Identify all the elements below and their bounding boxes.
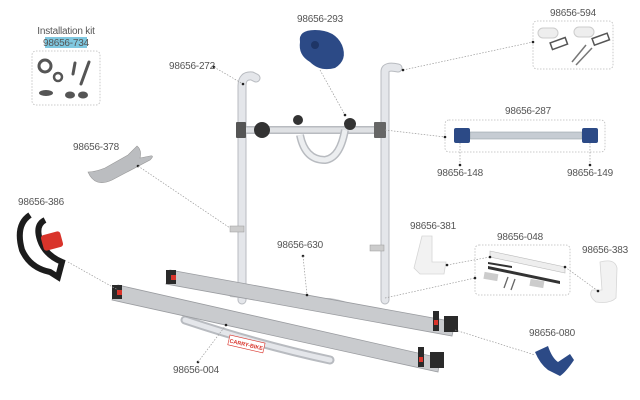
part-label-98656-594[interactable]: 98656-594 bbox=[550, 8, 597, 19]
installation-kit-title: Installation kit bbox=[37, 26, 95, 37]
part-label-98656-287[interactable]: 98656-287 bbox=[505, 106, 552, 117]
installation-kit[interactable]: Installation kit 98656-734 bbox=[31, 26, 101, 106]
stop-bar-kit bbox=[483, 250, 566, 291]
installation-kit-part-number[interactable]: 98656-734 bbox=[43, 38, 90, 49]
right-stop-part[interactable] bbox=[590, 260, 618, 303]
washer-icon bbox=[39, 90, 88, 99]
arm-part bbox=[454, 128, 598, 143]
part-label-98656-148[interactable]: 98656-148 bbox=[437, 168, 484, 179]
part-label-98656-272[interactable]: 98656-272 bbox=[169, 61, 216, 72]
end-caps-kit-box[interactable] bbox=[532, 20, 614, 70]
end-caps-kit bbox=[537, 26, 611, 66]
part-label-98656-383[interactable]: 98656-383 bbox=[582, 245, 629, 256]
knob-part[interactable] bbox=[299, 30, 344, 70]
part-label-98656-048[interactable]: 98656-048 bbox=[497, 232, 544, 243]
clamp-part[interactable] bbox=[87, 145, 153, 183]
gear-icon bbox=[37, 58, 64, 83]
stop-bar-kit-box[interactable] bbox=[474, 244, 571, 296]
wheel-holder-part[interactable] bbox=[535, 346, 574, 376]
installation-kit-box bbox=[31, 50, 101, 106]
part-number-highlight bbox=[45, 37, 87, 48]
part-label-98656-386[interactable]: 98656-386 bbox=[18, 197, 65, 208]
part-label-98656-004[interactable]: 98656-004 bbox=[173, 365, 220, 376]
part-label-98656-630[interactable]: 98656-630 bbox=[277, 240, 324, 251]
part-label-98656-378[interactable]: 98656-378 bbox=[73, 142, 120, 153]
strap-part[interactable] bbox=[16, 212, 66, 282]
part-label-98656-080[interactable]: 98656-080 bbox=[529, 328, 576, 339]
part-label-98656-149[interactable]: 98656-149 bbox=[567, 168, 614, 179]
screw-icon bbox=[71, 60, 91, 86]
left-stop-part[interactable] bbox=[413, 235, 447, 275]
bike-rack: CARRY-BIKE bbox=[111, 62, 458, 373]
part-label-98656-293[interactable]: 98656-293 bbox=[297, 14, 344, 25]
part-label-98656-381[interactable]: 98656-381 bbox=[410, 221, 457, 232]
